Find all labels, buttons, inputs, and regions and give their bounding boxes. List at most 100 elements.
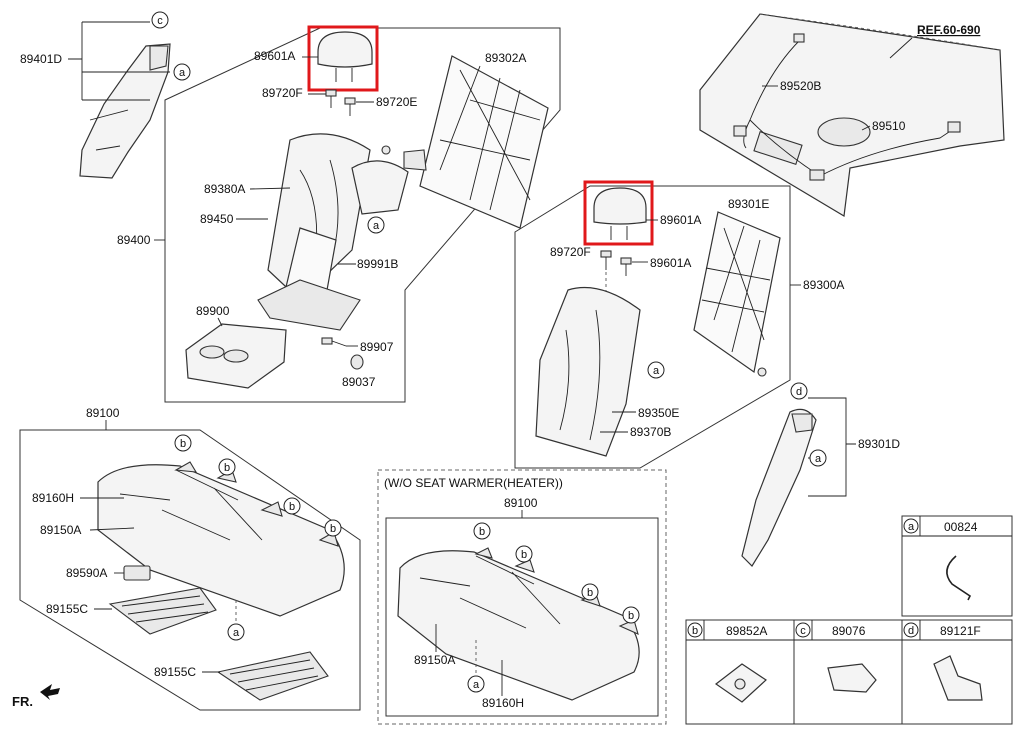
clip-fastener-2 — [757, 367, 767, 377]
part-label-89601a-2: 89601A — [660, 213, 701, 227]
bolt-89720f-left[interactable] — [325, 89, 337, 108]
callout-a-4-label: a — [815, 453, 822, 465]
callout-b-6 — [515, 545, 533, 563]
part-label-89160h-2: 89160H — [482, 696, 524, 710]
part-label-89907: 89907 — [360, 340, 394, 354]
part-label-89155c-2: 89155C — [154, 665, 196, 679]
wire-clip-icon — [946, 555, 972, 601]
part-label-89601a-3: 89601A — [650, 256, 691, 270]
callout-b-3 — [283, 497, 301, 515]
module-89590a[interactable] — [123, 565, 151, 581]
part-label-89720e: 89720E — [376, 95, 417, 109]
seat-cushion-89100-left[interactable] — [97, 461, 345, 617]
callout-a-2-label: a — [373, 220, 380, 232]
seatback-cover-89370b[interactable] — [535, 286, 641, 457]
highlight-box-left — [307, 25, 379, 92]
highlight-box-right — [583, 180, 654, 246]
legend-c: c 89076 — [793, 619, 903, 725]
part-label-89160h-1: 89160H — [32, 491, 74, 505]
part-label-89991b: 89991B — [357, 257, 398, 271]
parcel-shelf-panel[interactable] — [699, 13, 1005, 217]
part-label-89601a-1: 89601A — [254, 49, 295, 63]
part-label-89301d: 89301D — [858, 437, 900, 451]
callout-c — [151, 11, 169, 29]
armrest-89900[interactable] — [185, 323, 287, 389]
part-label-89720f-2: 89720F — [550, 245, 591, 259]
seat-cushion-89100-right[interactable] — [397, 547, 640, 701]
headrest-89601a-right[interactable] — [593, 187, 647, 240]
ref-label: REF.60-690 — [917, 23, 981, 37]
part-label-89301e: 89301E — [728, 197, 769, 211]
armrest-frame-89991b[interactable] — [257, 227, 361, 331]
side-bolster-89401d[interactable] — [79, 43, 171, 179]
callout-a-6-label: a — [473, 679, 480, 691]
headrest-89601a-left[interactable] — [317, 31, 373, 82]
bracket-cover-icon — [933, 655, 983, 701]
callout-a-2 — [367, 216, 385, 234]
callout-b-4 — [324, 519, 342, 537]
callout-a-6 — [467, 675, 485, 693]
part-label-89590a: 89590A — [66, 566, 107, 580]
legend-d-part: 89121F — [940, 624, 981, 638]
seatback-frame-89302a[interactable] — [403, 55, 549, 229]
legend-b: b 89852A — [685, 619, 795, 725]
callout-b-7-label: b — [587, 587, 593, 599]
callout-b-1-label: b — [180, 438, 186, 450]
legend-d-letter: d — [908, 625, 914, 637]
clip-fastener — [381, 145, 391, 155]
cap-89037[interactable] — [350, 354, 364, 370]
part-label-89150a-1: 89150A — [40, 523, 81, 537]
heater-variant-note: (W/O SEAT WARMER(HEATER)) — [384, 476, 563, 490]
legend-a-letter: a — [908, 521, 915, 533]
part-label-89350e: 89350E — [638, 406, 679, 420]
callout-b-5 — [473, 522, 491, 540]
callout-b-2-label: b — [224, 462, 230, 474]
bolt-89601a[interactable] — [620, 257, 632, 276]
legend-b-letter: b — [692, 625, 698, 637]
part-label-89150a-2: 89150A — [414, 653, 455, 667]
part-label-89370b: 89370B — [630, 425, 671, 439]
legend-b-part: 89852A — [726, 624, 767, 638]
screw-89907[interactable] — [321, 337, 347, 347]
bolt-89720f-right[interactable] — [600, 250, 612, 270]
part-label-89100-2: 89100 — [504, 496, 538, 510]
callout-a-5-label: a — [233, 627, 240, 639]
legend-a: a 00824 — [901, 515, 1013, 617]
part-label-89400: 89400 — [117, 233, 151, 247]
bolt-89720e[interactable] — [344, 97, 356, 116]
part-label-89037: 89037 — [342, 375, 376, 389]
part-label-89520b: 89520B — [780, 79, 821, 93]
legend-c-letter: c — [800, 625, 806, 637]
callout-a-3 — [647, 361, 665, 379]
callout-b-5-label: b — [479, 526, 485, 538]
part-label-89510: 89510 — [872, 119, 906, 133]
cover-cap-icon — [827, 663, 877, 693]
heater-mat-89155c-upper[interactable] — [108, 587, 217, 635]
part-label-89300a: 89300A — [803, 278, 844, 292]
heater-mat-89155c-lower[interactable] — [216, 651, 329, 701]
heater-variant-box — [377, 469, 667, 725]
callout-b-2 — [218, 458, 236, 476]
front-indicator-label: FR. — [12, 694, 33, 709]
callout-b-7 — [581, 583, 599, 601]
part-label-89401d: 89401D — [20, 52, 62, 66]
callout-a-5 — [227, 623, 245, 641]
callout-a-label: a — [179, 67, 186, 79]
assembly-outline-89300a — [514, 185, 791, 469]
callout-a — [173, 63, 191, 81]
wiring-harness-89520b[interactable] — [733, 33, 961, 181]
front-arrow-icon — [40, 684, 60, 700]
side-bolster-89301d[interactable] — [741, 408, 817, 567]
callout-b-3-label: b — [289, 501, 295, 513]
callout-b-1 — [174, 434, 192, 452]
part-label-89380a: 89380A — [204, 182, 245, 196]
callout-a-4 — [809, 449, 827, 467]
assembly-outline-89100 — [19, 429, 361, 711]
callout-b-8-label: b — [628, 610, 634, 622]
seatback-frame-89301e[interactable] — [693, 211, 781, 374]
callout-d — [790, 382, 808, 400]
part-label-89100-1: 89100 — [86, 406, 120, 420]
callout-b-6-label: b — [521, 549, 527, 561]
callout-b-8 — [622, 606, 640, 624]
